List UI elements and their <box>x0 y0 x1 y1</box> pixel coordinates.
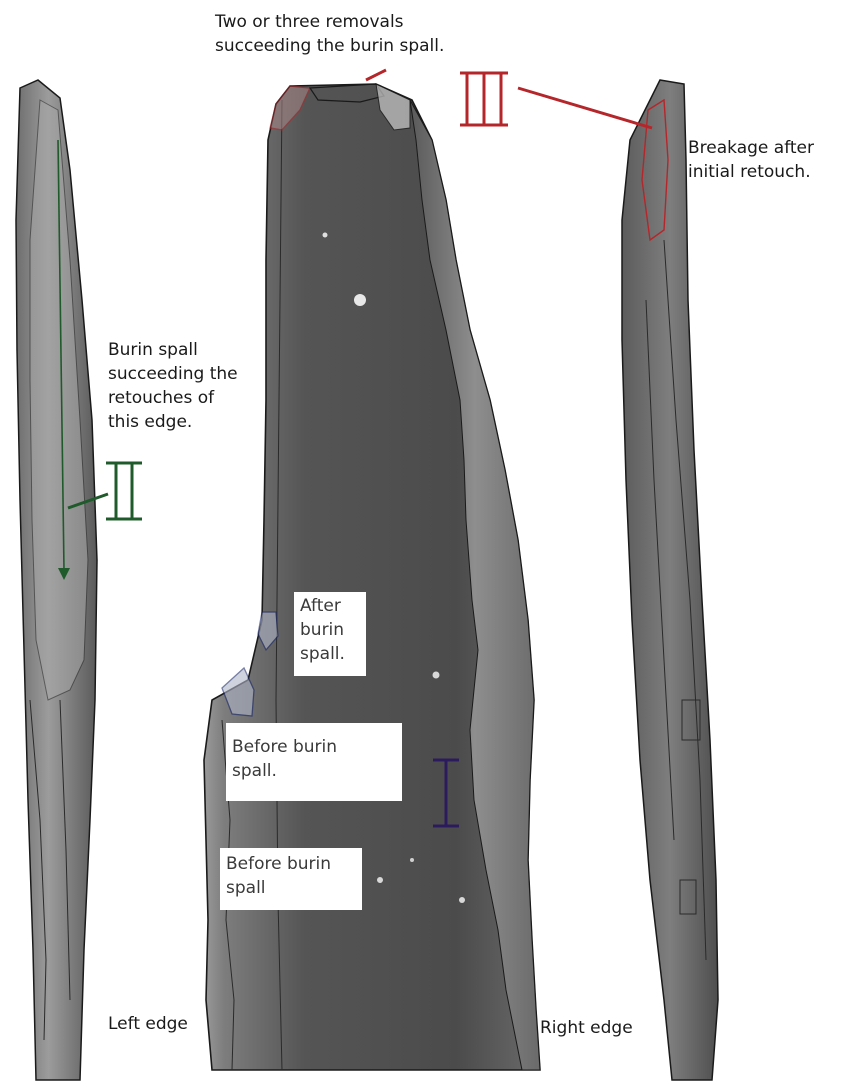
annotation-top-line-2: succeeding the burin spall. <box>215 34 444 58</box>
annotation-top-line-1: Two or three removals <box>215 10 444 34</box>
label-right-edge-text: Right edge <box>540 1016 633 1040</box>
annotation-after-line-1: After <box>300 594 360 618</box>
annotation-burin-line-3: retouches of <box>108 386 238 410</box>
label-right-edge: Right edge <box>540 1016 633 1040</box>
leader-three <box>518 88 652 128</box>
annotation-before-burin-2: Before burin spall <box>220 848 362 910</box>
annotation-burin-line-4: this edge. <box>108 410 238 434</box>
annotation-before-burin-1: Before burin spall. <box>226 723 402 801</box>
right-edge-view <box>622 80 718 1080</box>
roman-numeral-two <box>106 463 142 519</box>
annotation-after-line-3: spall. <box>300 642 360 666</box>
annotation-breakage: Breakage after initial retouch. <box>688 136 814 184</box>
label-left-edge: Left edge <box>108 1012 188 1036</box>
label-left-edge-text: Left edge <box>108 1012 188 1036</box>
main-face-view <box>204 84 540 1070</box>
annotation-breakage-line-2: initial retouch. <box>688 160 814 184</box>
annotation-before1-line-1: Before burin <box>232 735 396 759</box>
leader-top <box>366 70 386 80</box>
annotation-before2-line-1: Before burin <box>226 852 356 876</box>
annotation-after-line-2: burin <box>300 618 360 642</box>
annotation-after-burin: After burin spall. <box>294 592 366 676</box>
left-edge-view <box>16 80 97 1080</box>
annotation-before2-line-2: spall <box>226 876 356 900</box>
annotation-burin-line-1: Burin spall <box>108 338 238 362</box>
annotation-breakage-line-1: Breakage after <box>688 136 814 160</box>
annotation-top-removals: Two or three removals succeeding the bur… <box>215 10 444 58</box>
roman-numeral-three <box>460 73 508 125</box>
annotation-before1-line-2: spall. <box>232 759 396 783</box>
annotation-burin-spall: Burin spall succeeding the retouches of … <box>108 338 238 434</box>
annotation-burin-line-2: succeeding the <box>108 362 238 386</box>
